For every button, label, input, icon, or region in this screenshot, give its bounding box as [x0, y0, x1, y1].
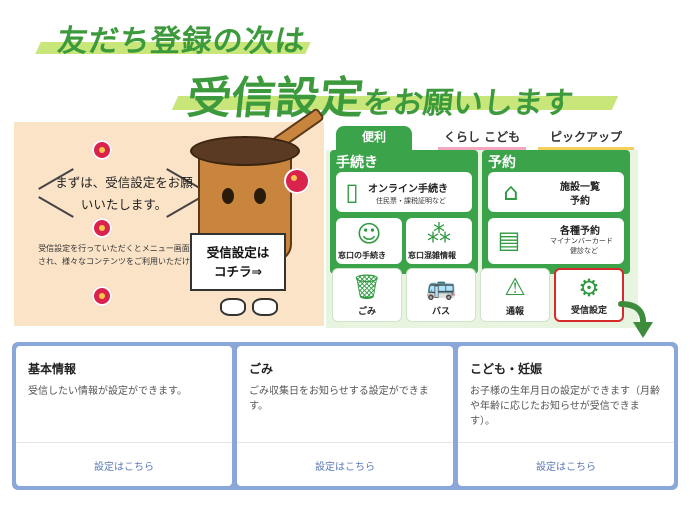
report-label: 通報: [505, 307, 524, 317]
mascot-sign: 受信設定は コチラ⇒: [190, 233, 286, 291]
reservations-title: 予約: [488, 155, 516, 171]
facility-list-label: 施設一覧: [560, 182, 600, 193]
headline-line-2: 受信設定をお願いします: [185, 62, 578, 126]
headline-line-1: 友だち登録の次は: [55, 24, 308, 59]
smartphone-icon: ▯: [345, 178, 359, 206]
various-reservations-label: 各種予約: [560, 226, 600, 237]
reception-settings-button[interactable]: ⚙ 受信設定: [554, 268, 624, 322]
procedures-title: 手続き: [336, 155, 378, 171]
sign-line-1: 受信設定は: [206, 245, 270, 260]
intro-sub-text: 受信設定を行っていただくとメニュー画面が表示され、様々なコンテンツをご利用いただ…: [37, 244, 215, 266]
various-reservations-sub: マイナンバーカード: [550, 237, 613, 245]
garbage-button[interactable]: 🗑 ごみ: [332, 268, 402, 322]
crowd-icon: ⁂: [427, 220, 451, 248]
people-icon: ☺: [356, 220, 382, 248]
settings-link-children[interactable]: 設定はこちら: [536, 462, 596, 473]
flower-icon: [92, 286, 112, 306]
gear-icon: ⚙: [578, 274, 600, 302]
bus-label: バス: [431, 307, 450, 317]
settings-card-desc: 受信したい情報が設定ができます。: [28, 386, 187, 397]
various-reservations-button[interactable]: ▤ 各種予約 マイナンバーカード 健診など: [488, 218, 624, 264]
online-procedures-label: オンライン手続き: [368, 184, 448, 195]
flower-icon: [284, 168, 310, 194]
divider: [458, 442, 674, 443]
settings-card-garbage: ごみ ごみ収集日をお知らせする設定ができます。 設定はこちら: [237, 346, 453, 486]
flower-icon: [92, 140, 112, 160]
settings-link-garbage[interactable]: 設定はこちら: [315, 462, 375, 473]
bus-icon: 🚌: [426, 273, 456, 301]
counter-procedures-label: 窓口の手続き: [338, 251, 386, 260]
app-menu-preview: 便利 くらし こども ピックアップ 手続き ▯ オンライン手続き 住民票・課税証…: [326, 122, 638, 328]
tab-benri[interactable]: 便利: [336, 126, 412, 150]
tab-pickup[interactable]: ピックアップ: [538, 126, 634, 150]
congestion-info-label: 窓口混雑情報: [408, 251, 456, 260]
mascot-foot: [220, 298, 246, 316]
settings-card-children: こども・妊娠 お子様の生年月日の設定ができます（月齢や年齢に応じたお知らせが受信…: [458, 346, 674, 486]
various-reservations-sub2: 健診など: [570, 247, 598, 255]
bus-button[interactable]: 🚌 バス: [406, 268, 476, 322]
headline-suffix: をお願いします: [361, 86, 575, 121]
tab-kurashi-kodomo[interactable]: くらし こども: [438, 126, 526, 150]
headline-main: 受信設定: [184, 73, 367, 124]
garbage-label: ごみ: [357, 307, 376, 317]
counter-procedures-button[interactable]: ☺ 窓口の手続き: [336, 218, 402, 264]
mascot-head-top: [190, 136, 300, 166]
mascot-eye: [254, 188, 266, 204]
mascot-foot: [252, 298, 278, 316]
intro-main-text: まずは、受信設定をお願いいたします。: [55, 175, 193, 212]
flower-icon: [92, 218, 112, 238]
settings-card-basic: 基本情報 受信したい情報が設定ができます。 設定はこちら: [16, 346, 232, 486]
online-procedures-sub: 住民票・課税証明など: [376, 197, 446, 205]
trash-icon: 🗑: [351, 273, 383, 301]
settings-card-title: ごみ: [249, 362, 274, 376]
settings-strip: 基本情報 受信したい情報が設定ができます。 設定はこちら ごみ ごみ収集日をお知…: [12, 342, 678, 490]
reservations-section: 予約 ⌂ 施設一覧 予約 ▤ 各種予約 マイナンバーカード 健診など: [482, 150, 630, 274]
headline: 友だち登録の次は 受信設定をお願いします: [0, 0, 690, 124]
settings-card-desc: ごみ収集日をお知らせする設定ができます。: [249, 386, 429, 412]
divider: [237, 442, 453, 443]
reception-settings-label: 受信設定: [570, 306, 607, 316]
curved-arrow-icon: [618, 301, 653, 338]
report-button[interactable]: ⚠ 通報: [480, 268, 550, 322]
mascot-eye: [222, 188, 234, 204]
congestion-info-button[interactable]: ⁂ 窓口混雑情報: [406, 218, 472, 264]
procedures-section: 手続き ▯ オンライン手続き 住民票・課税証明など ☺ 窓口の手続き ⁂ 窓口混…: [330, 150, 478, 274]
divider: [16, 442, 232, 443]
facility-list-button[interactable]: ⌂ 施設一覧 予約: [488, 172, 624, 212]
settings-link-basic[interactable]: 設定はこちら: [94, 462, 154, 473]
warning-icon: ⚠: [504, 273, 526, 301]
settings-card-desc: お子様の生年月日の設定ができます（月齢や年齢に応じたお知らせが受信できます）。: [470, 386, 660, 427]
sign-line-2: コチラ⇒: [214, 264, 262, 279]
settings-card-title: こども・妊娠: [470, 362, 543, 376]
online-procedures-button[interactable]: ▯ オンライン手続き 住民票・課税証明など: [336, 172, 472, 212]
facility-reserve-label: 予約: [570, 196, 590, 207]
settings-card-title: 基本情報: [28, 362, 77, 376]
tab-bar: 便利 くらし こども ピックアップ: [326, 122, 638, 150]
building-icon: ⌂: [503, 178, 519, 206]
id-card-icon: ▤: [497, 226, 521, 254]
